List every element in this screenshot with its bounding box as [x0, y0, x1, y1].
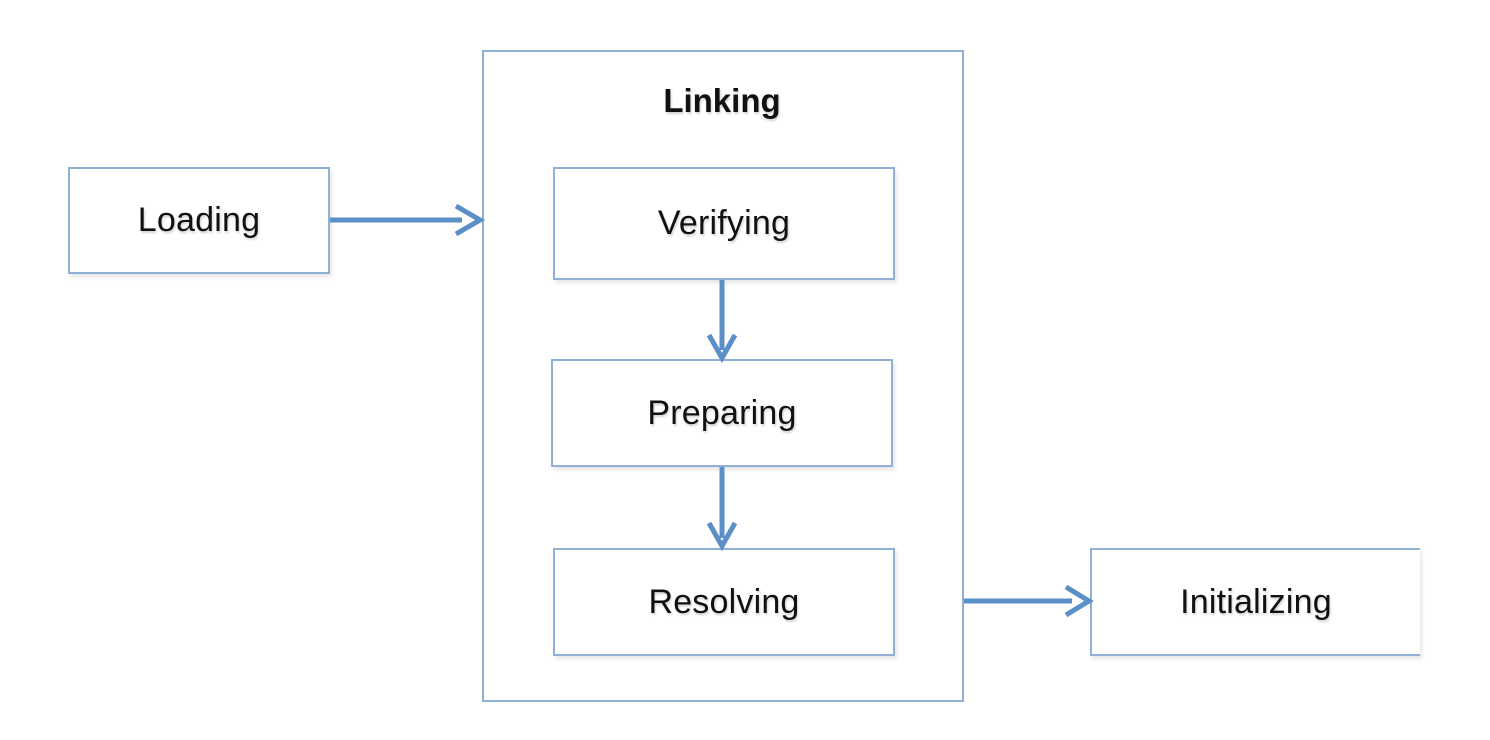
initializing-label: Initializing — [1180, 582, 1332, 621]
verifying-label: Verifying — [657, 204, 791, 242]
preparing-label: Preparing — [647, 393, 797, 432]
verifying-box: Verifying — [553, 167, 895, 280]
resolving-box: Resolving — [553, 548, 895, 656]
arrow-verifying-to-preparing — [706, 280, 738, 364]
arrow-loading-to-linking — [330, 203, 485, 237]
arrow-preparing-to-resolving — [706, 467, 738, 552]
linking-group — [482, 50, 964, 702]
loading-box: Loading — [68, 167, 330, 274]
initializing-box: Initializing — [1090, 548, 1420, 656]
resolving-label: Resolving — [648, 582, 800, 621]
linking-group-title: Linking — [663, 82, 781, 119]
loading-label: Loading — [137, 201, 261, 239]
preparing-box: Preparing — [551, 359, 893, 467]
arrow-linking-to-initializing — [964, 584, 1094, 618]
